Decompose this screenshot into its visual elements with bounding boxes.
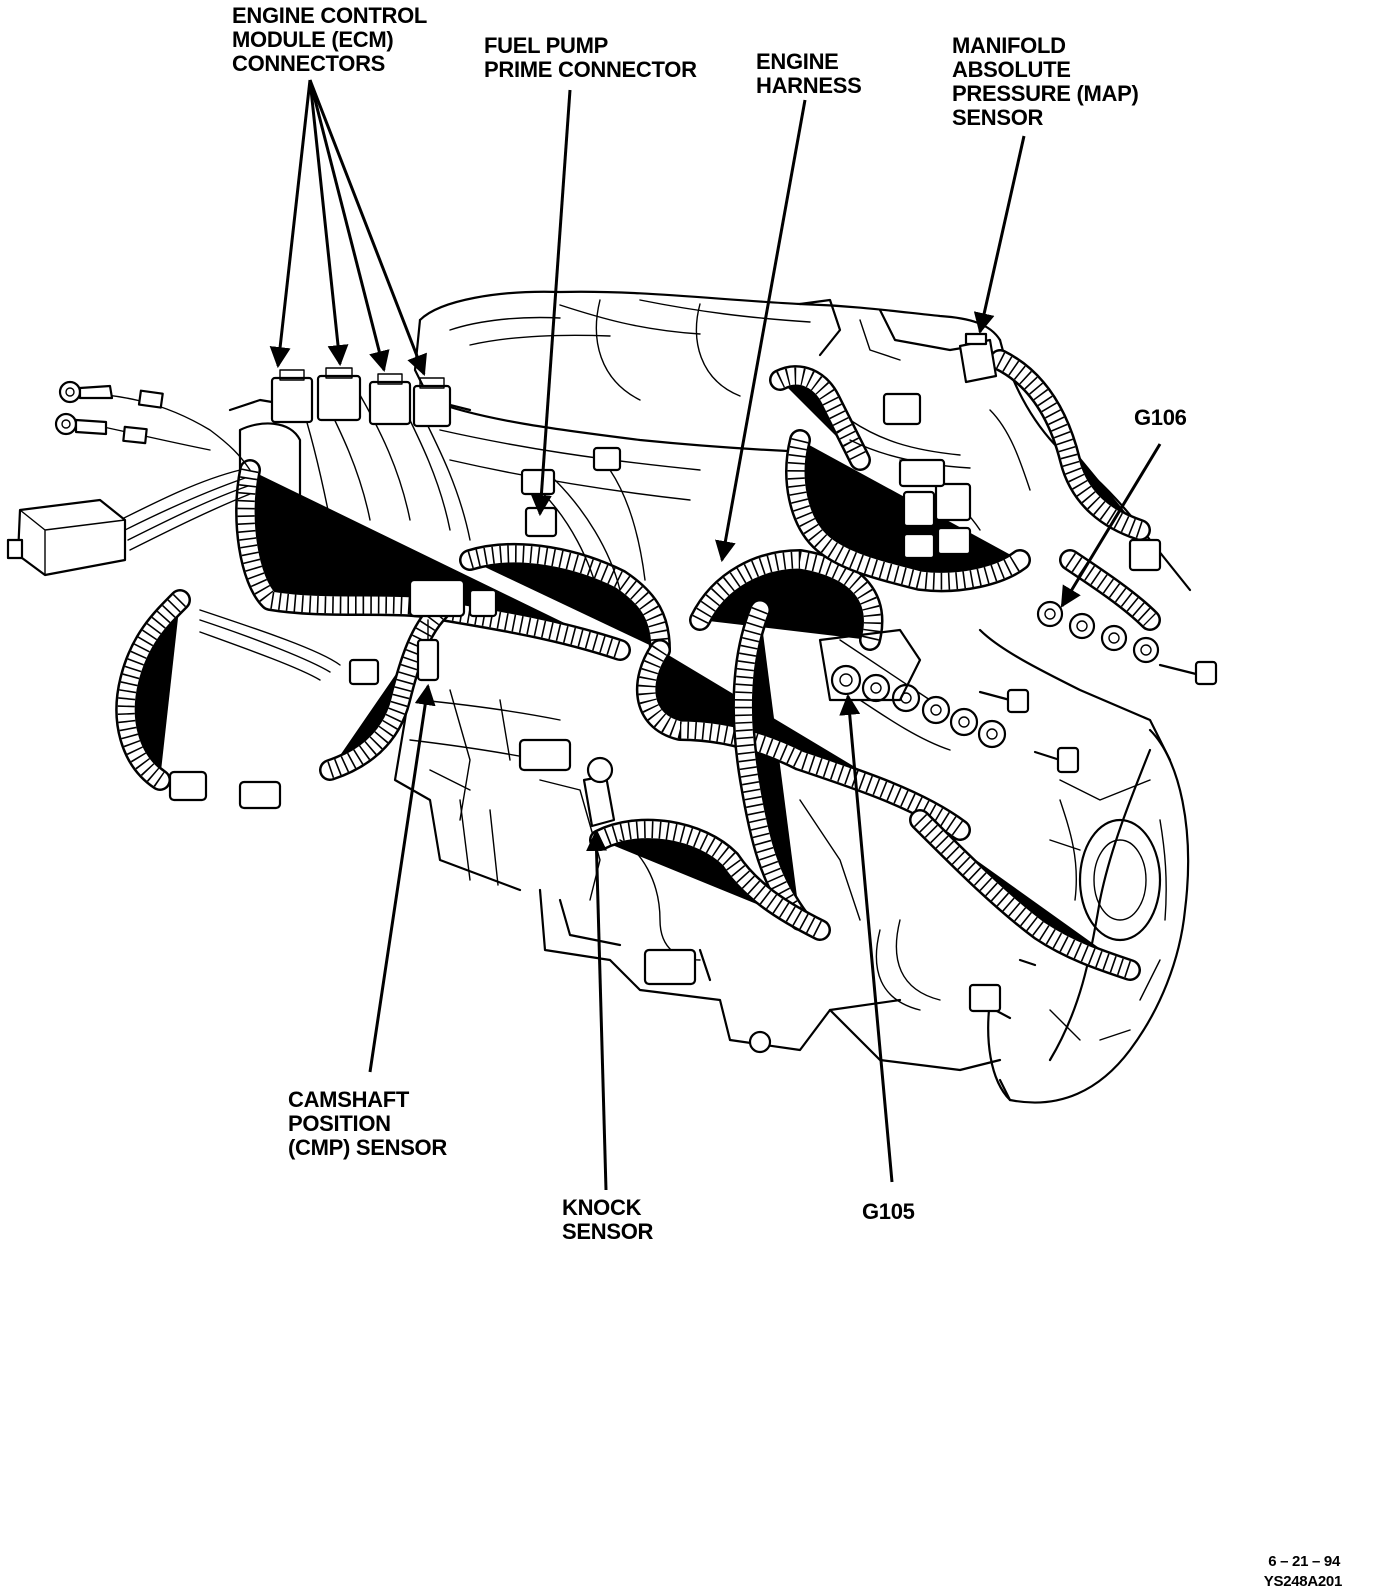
harness-segment [1061, 551, 1159, 629]
g105-ground-studs [818, 628, 1007, 749]
harness-segment [776, 367, 868, 464]
harness-segment [596, 821, 824, 938]
harness-segment [117, 591, 189, 789]
map-sensor-leader [973, 135, 1026, 335]
cmp-sensor-label: CAMSHAFT POSITION (CMP) SENSOR [288, 1087, 447, 1160]
fuel-pump-prime-connector-label: FUEL PUMP PRIME CONNECTOR [484, 33, 697, 82]
g106-leader [1060, 443, 1162, 608]
figure-date: 6 – 21 – 94 [1268, 1553, 1340, 1570]
ecm-connector [316, 367, 362, 422]
engine-harness [126, 360, 1150, 970]
ecm-connector [270, 369, 314, 424]
mounting-bolt [978, 688, 1030, 714]
harness-segment [237, 468, 623, 659]
harness-connector [168, 538, 1162, 1013]
ecm-connector [368, 373, 412, 426]
engine-harness-leader [715, 99, 807, 563]
ground-ring-terminal [58, 380, 164, 409]
relay-block [6, 498, 127, 577]
ground-ring-terminal [54, 412, 148, 445]
ecm-connectors-leaders [269, 79, 427, 376]
g105-label: G105 [862, 1199, 915, 1224]
mounting-bolt [1033, 746, 1080, 774]
cmp-sensor-leader [368, 683, 436, 1073]
cmp-sensor [416, 619, 440, 682]
figure-id: YS248A201 [1263, 1573, 1343, 1590]
knock-sensor-leader [586, 829, 608, 1191]
harness-segment [461, 545, 669, 659]
harness-segment [913, 813, 1133, 979]
harness-segment [321, 601, 449, 779]
harness-segment [692, 551, 881, 643]
g106-ground-studs [1036, 600, 1160, 664]
ecm-connectors-label: ENGINE CONTROL MODULE (ECM) CONNECTORS [232, 3, 428, 76]
map-sensor-label: MANIFOLD ABSOLUTE PRESSURE (MAP) SENSOR [952, 33, 1139, 130]
knock-sensor [582, 756, 616, 828]
harness-segment [734, 601, 809, 929]
engine-harness-label: ENGINE HARNESS [756, 49, 862, 98]
harness-segment [995, 352, 1143, 539]
fuel-pump-prime-leader [530, 89, 572, 517]
g106-label: G106 [1134, 405, 1187, 430]
mounting-bolt [1158, 660, 1218, 686]
harness-connector [882, 392, 972, 560]
harness-connector [348, 578, 498, 686]
fuel-pump-prime-connector [520, 446, 622, 538]
g105-leader [839, 693, 894, 1183]
ecm-connector [412, 377, 452, 428]
map-sensor [958, 332, 998, 384]
knock-sensor-label: KNOCK SENSOR [562, 1195, 654, 1244]
harness-segment [787, 431, 1029, 590]
